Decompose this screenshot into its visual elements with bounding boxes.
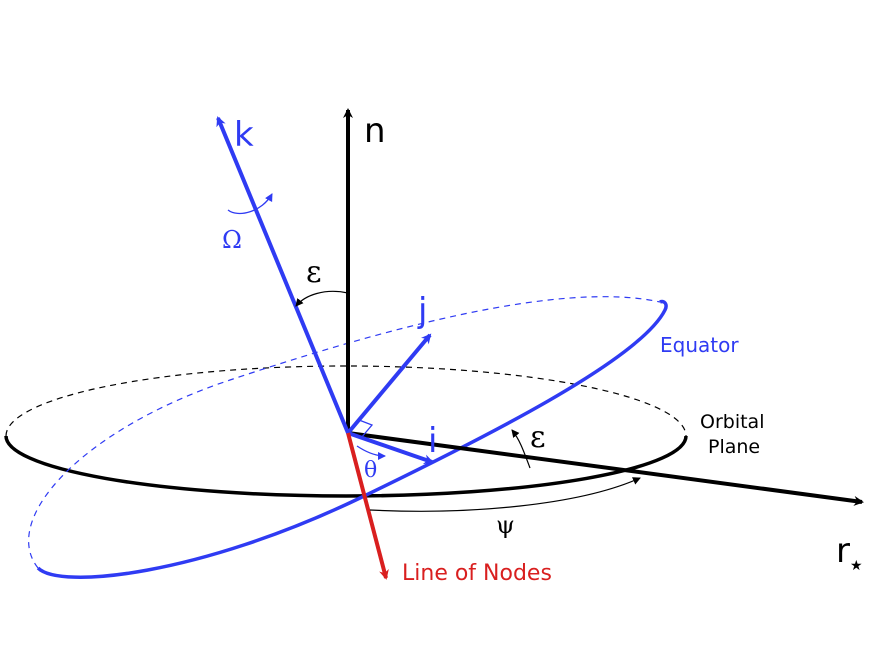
omega-label: Ω [222, 226, 242, 254]
line-of-nodes-axis [346, 432, 389, 580]
line-of-nodes-label: Line of Nodes [402, 561, 552, 586]
theta-arc [356, 445, 386, 460]
k-axis [216, 116, 350, 434]
j-vector [346, 333, 432, 435]
k-label: k [234, 115, 254, 155]
orbital-plane-label-line1: Orbital [700, 411, 764, 433]
equator-front [36, 299, 668, 579]
epsilon-label-top: ε [306, 255, 322, 290]
i-label: i [428, 421, 437, 461]
r-star-label: r★ [836, 531, 863, 574]
epsilon-arc-right [511, 429, 531, 469]
i-vector [347, 431, 434, 465]
epsilon-label-right: ε [530, 420, 546, 455]
right-angle-marker [358, 419, 374, 439]
orbital-plane-label-line2: Plane [708, 436, 760, 458]
equator-label: Equator [660, 333, 739, 357]
r-star-axis [347, 431, 864, 506]
orbital-plane-front [4, 435, 688, 498]
n-label: n [364, 111, 386, 151]
equator-back [28, 296, 661, 569]
j-label: j [417, 291, 427, 331]
theta-label: θ [364, 458, 377, 483]
omega-rotation-arc [227, 193, 273, 215]
epsilon-arc-top [295, 290, 349, 307]
psi-label: ψ [496, 511, 515, 539]
psi-arc [369, 477, 641, 512]
